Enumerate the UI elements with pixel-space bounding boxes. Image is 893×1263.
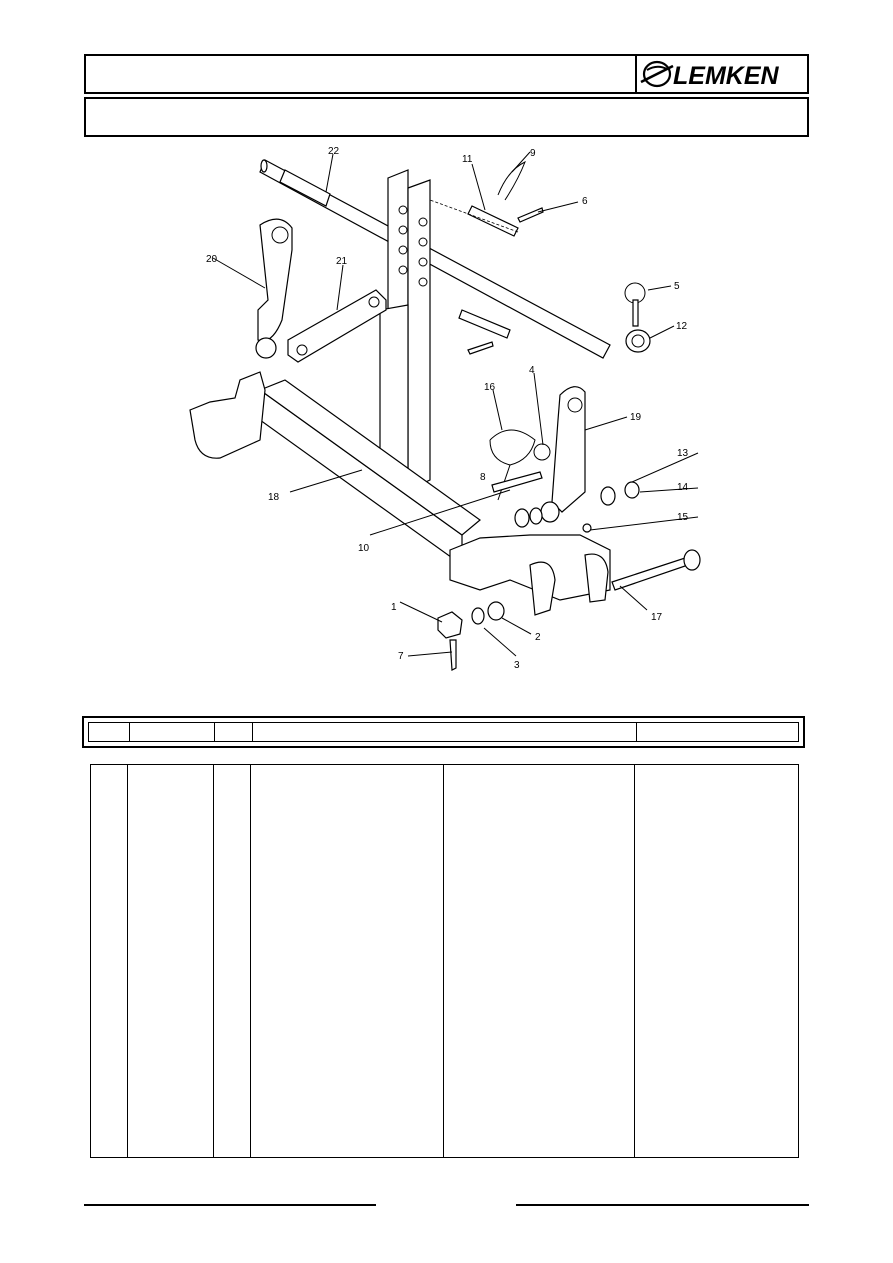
- brand-name: LEMKEN: [673, 62, 780, 90]
- part-12-collar: [625, 329, 651, 353]
- table-header-divider: [129, 723, 130, 741]
- part-19-upright: [540, 386, 586, 523]
- table-header-divider: [252, 723, 253, 741]
- lower-bracket: [449, 534, 611, 616]
- header-subtitle-bar: [84, 97, 809, 137]
- callout-22: 22: [328, 146, 340, 157]
- callout-13: 13: [677, 448, 689, 459]
- part-15-grease-nipple: [582, 523, 592, 533]
- lemken-emblem-icon: [640, 60, 674, 88]
- vertical-slotted-bars: [379, 169, 431, 501]
- part-17-bolt: [611, 549, 701, 591]
- callout-12: 12: [676, 321, 688, 332]
- table-body-divider: [634, 765, 635, 1157]
- callout-19: 19: [630, 412, 642, 423]
- callout-4: 4: [529, 365, 535, 376]
- callout-16: 16: [484, 382, 496, 393]
- callout-9: 9: [530, 148, 536, 159]
- callout-3: 3: [514, 660, 520, 671]
- callout-labels: 22 11 9 6 5 12 4 16 19 13 14 15 8 10 18 …: [206, 146, 689, 671]
- brand-logo-cell: LEMKEN: [635, 56, 807, 92]
- callout-6: 6: [582, 196, 588, 207]
- callout-14: 14: [677, 482, 689, 493]
- part-9-clip: [497, 161, 526, 201]
- exploded-parts-diagram: 22 11 9 6 5 12 4 16 19 13 14 15 8 10 18 …: [189, 146, 701, 671]
- part-11-pin: [429, 199, 519, 237]
- lemken-logo: LEMKEN: [640, 60, 780, 90]
- callout-21: 21: [336, 256, 348, 267]
- part-7-split-pin: [449, 639, 457, 671]
- table-body-divider: [250, 765, 251, 1157]
- part-21-link: [287, 289, 387, 363]
- part-20-lever: [255, 218, 293, 359]
- table-header-divider: [214, 723, 215, 741]
- callout-10: 10: [358, 543, 370, 554]
- part-22-shaft: [259, 159, 611, 359]
- footer-rule-left: [84, 1204, 376, 1206]
- callout-1: 1: [391, 602, 397, 613]
- part-10-pin: [491, 471, 543, 493]
- part-2-washer: [487, 601, 505, 621]
- part-4-ring: [533, 443, 551, 461]
- bushing-washers: [514, 481, 640, 528]
- parts-table-header: [82, 716, 805, 748]
- table-header-divider: [636, 723, 637, 741]
- callout-18: 18: [268, 492, 280, 503]
- table-body-divider: [443, 765, 444, 1157]
- part-18-main-beam: [189, 371, 481, 567]
- lower-pin: [458, 309, 511, 355]
- footer-rule-right: [516, 1204, 809, 1206]
- callout-5: 5: [674, 281, 680, 292]
- callout-8: 8: [480, 472, 486, 483]
- part-6-split-pin: [517, 207, 544, 223]
- callout-17: 17: [651, 612, 663, 623]
- table-body-divider: [213, 765, 214, 1157]
- part-5-ring-pin: [624, 282, 646, 327]
- part-3-washer: [471, 607, 485, 625]
- callout-leader-lines: [212, 151, 699, 657]
- header-title-bar: LEMKEN: [84, 54, 809, 94]
- callout-7: 7: [398, 651, 404, 662]
- callout-2: 2: [535, 632, 541, 643]
- parts-table-body: [90, 764, 799, 1158]
- part-1-nut: [437, 611, 463, 639]
- callout-11: 11: [462, 154, 473, 165]
- callout-20: 20: [206, 254, 218, 265]
- table-body-divider: [127, 765, 128, 1157]
- callout-15: 15: [677, 512, 689, 523]
